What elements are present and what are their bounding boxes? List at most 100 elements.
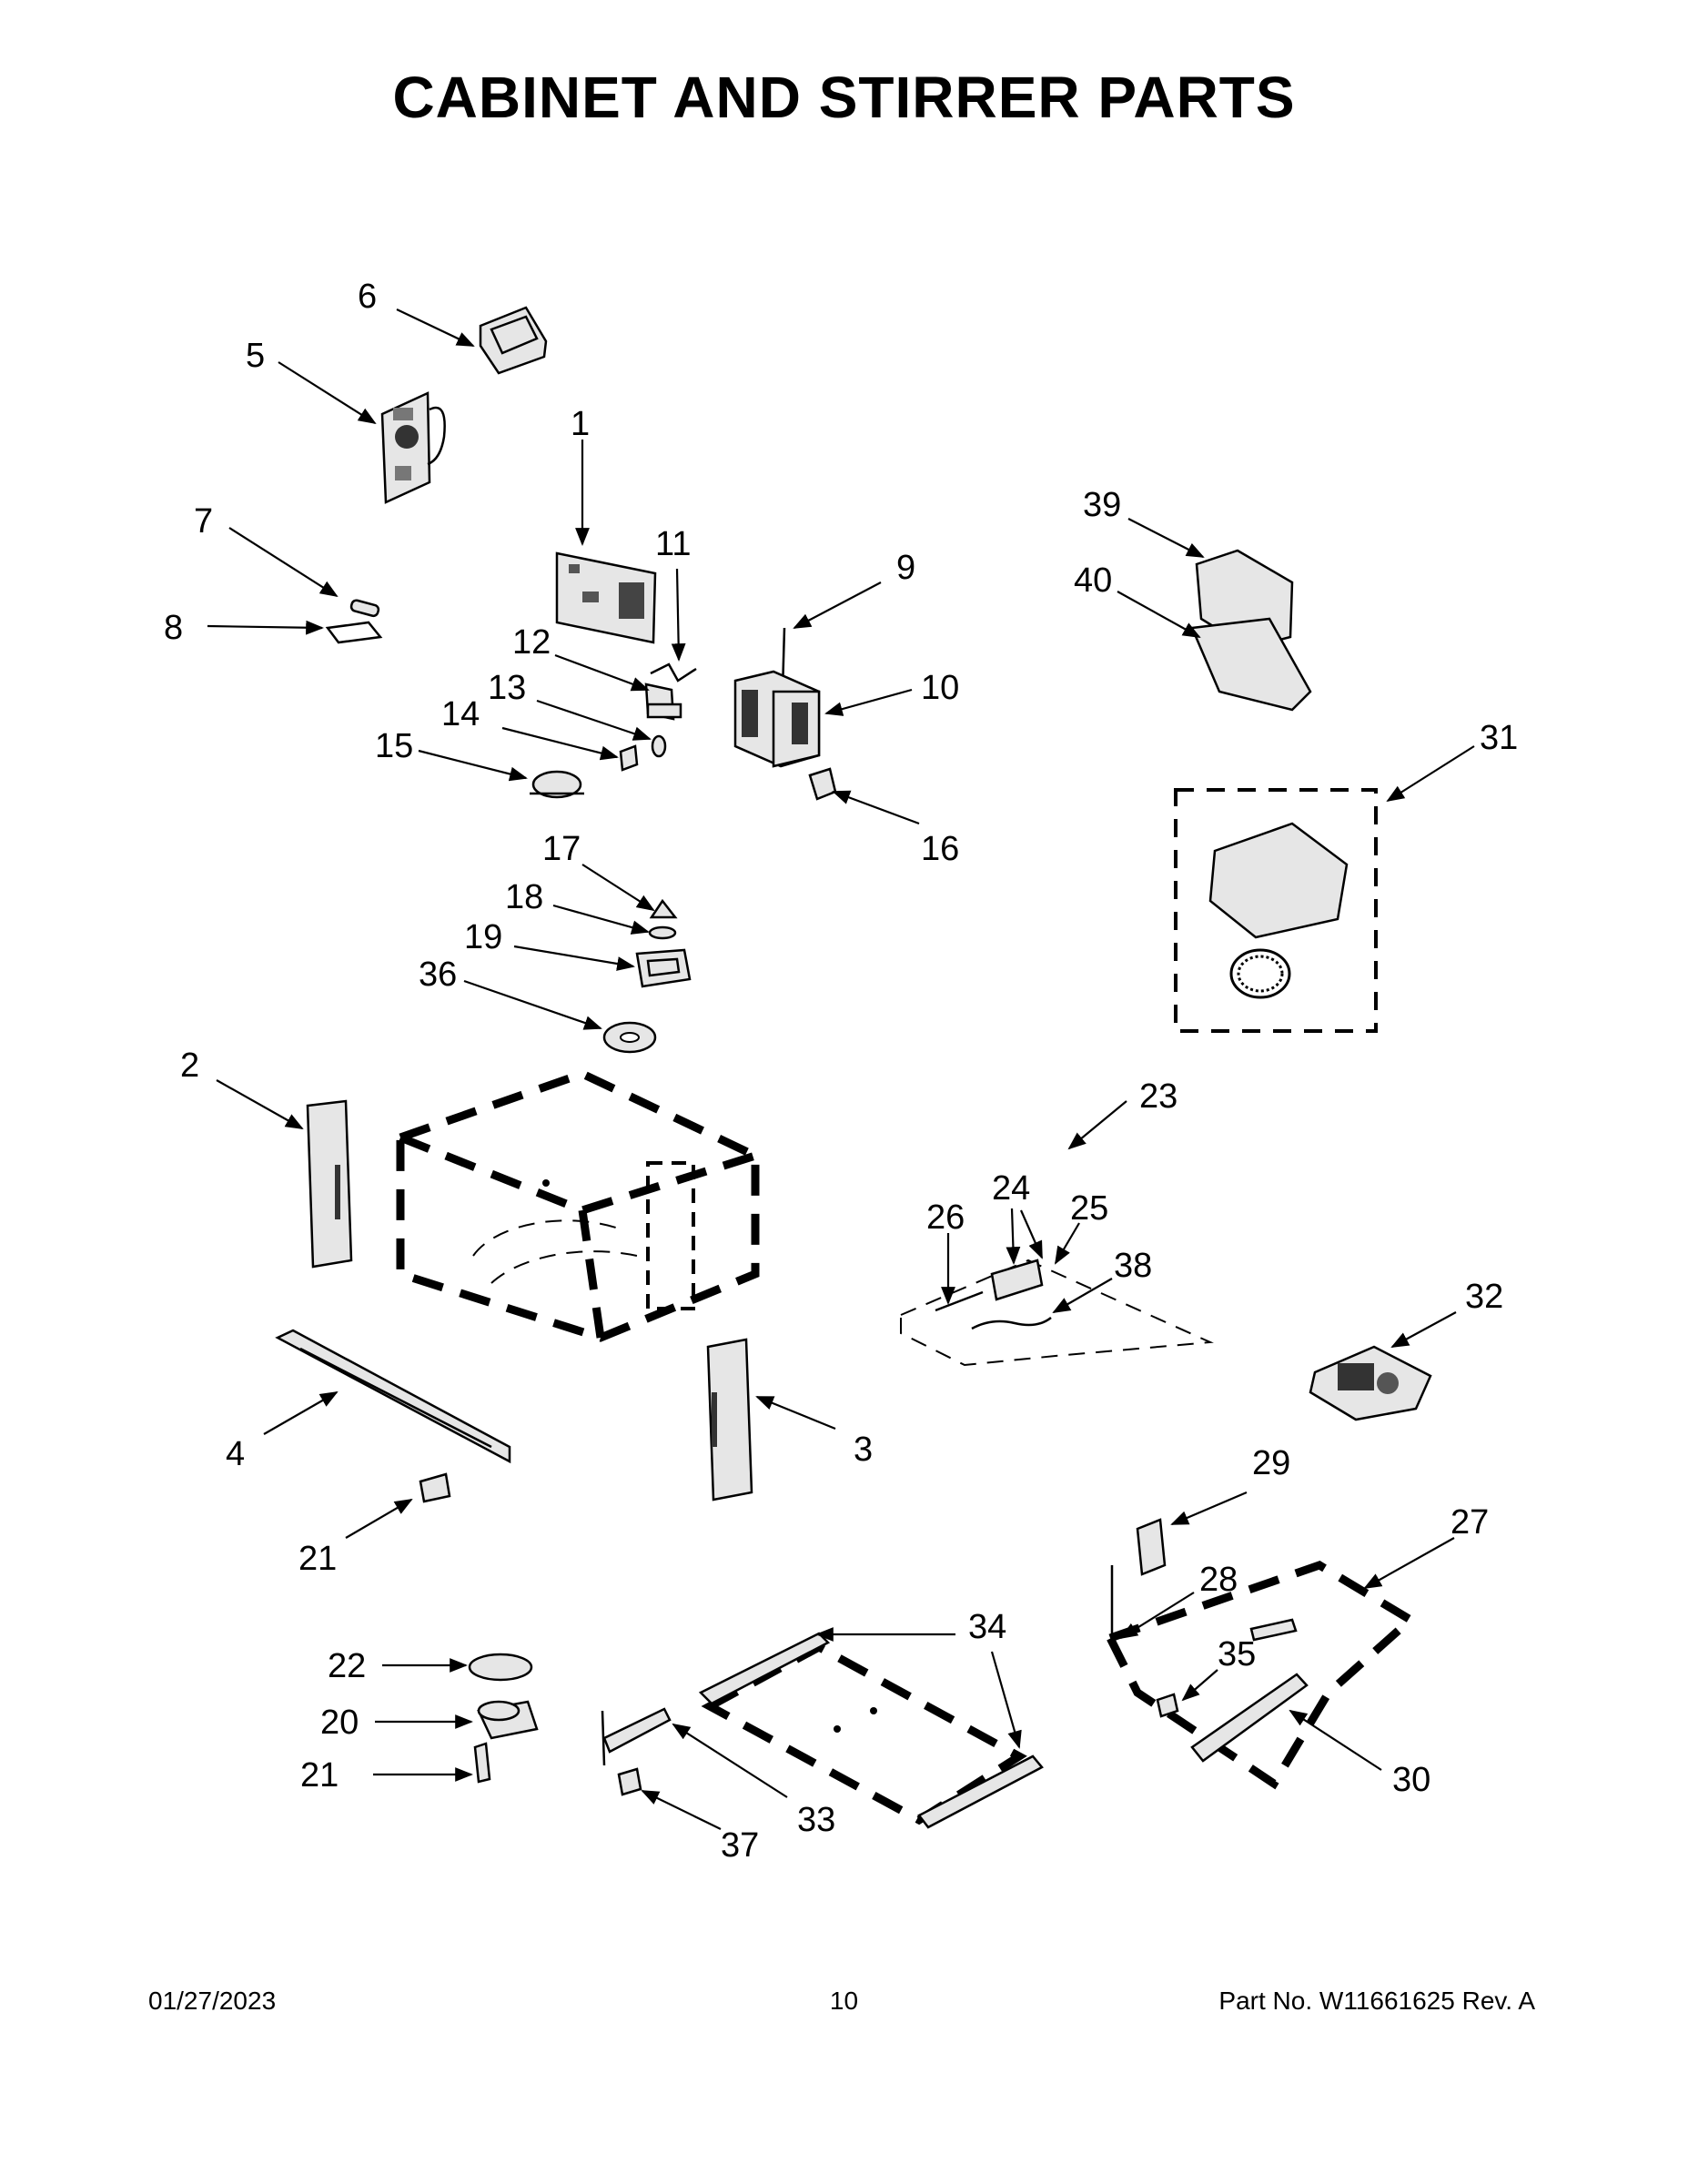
callout-18: 18 bbox=[505, 878, 543, 916]
leader-6 bbox=[396, 308, 475, 347]
part-7-8-illustration bbox=[325, 599, 383, 644]
leader-12 bbox=[554, 653, 650, 692]
callout-29: 29 bbox=[1252, 1444, 1290, 1482]
callout-12: 12 bbox=[512, 623, 551, 662]
callout-26: 26 bbox=[926, 1198, 965, 1237]
leader-23 bbox=[1067, 1100, 1127, 1150]
callout-16: 16 bbox=[921, 830, 959, 868]
part-23-26-38-illustration bbox=[900, 1259, 1214, 1367]
leader-10 bbox=[824, 688, 913, 716]
leader-24b bbox=[1019, 1209, 1044, 1259]
callout-23: 23 bbox=[1139, 1077, 1178, 1116]
callout-labels: 1 2 3 4 5 6 7 8 9 10 11 12 13 14 15 16 1… bbox=[164, 278, 1518, 1865]
callout-21a: 21 bbox=[298, 1540, 337, 1578]
part-6-illustration bbox=[479, 306, 548, 375]
callout-30: 30 bbox=[1392, 1761, 1430, 1799]
callout-34: 34 bbox=[968, 1608, 1006, 1646]
part-39-40-illustration bbox=[1190, 549, 1312, 712]
callout-21b: 21 bbox=[300, 1756, 339, 1795]
callout-28: 28 bbox=[1199, 1561, 1238, 1599]
leader-arrows bbox=[207, 308, 1475, 1830]
callout-1: 1 bbox=[571, 405, 590, 443]
callout-11: 11 bbox=[655, 525, 691, 563]
part-1-illustration bbox=[555, 551, 657, 644]
callout-25: 25 bbox=[1070, 1189, 1108, 1228]
leader-9 bbox=[793, 581, 882, 629]
leader-30 bbox=[1289, 1709, 1382, 1771]
leader-17 bbox=[581, 864, 655, 912]
callout-33: 33 bbox=[797, 1801, 835, 1839]
callout-17: 17 bbox=[542, 830, 581, 868]
page-title: CABINET AND STIRRER PARTS bbox=[392, 65, 1296, 130]
leader-29 bbox=[1170, 1491, 1248, 1526]
leader-32 bbox=[1390, 1311, 1457, 1348]
part-32-illustration bbox=[1309, 1345, 1432, 1421]
callout-14: 14 bbox=[441, 695, 480, 733]
leader-7 bbox=[228, 527, 339, 598]
callout-39: 39 bbox=[1083, 486, 1121, 524]
leader-14 bbox=[501, 726, 619, 761]
callout-24: 24 bbox=[992, 1169, 1030, 1208]
footer-date: 01/27/2023 bbox=[148, 1987, 277, 2015]
leader-2 bbox=[216, 1079, 304, 1129]
callout-35: 35 bbox=[1218, 1635, 1256, 1673]
part-20-22-illustration bbox=[468, 1653, 539, 1740]
callout-10: 10 bbox=[921, 669, 959, 707]
leader-36 bbox=[463, 979, 602, 1030]
callout-38: 38 bbox=[1114, 1247, 1152, 1285]
cabinet-illustration bbox=[396, 1069, 760, 1342]
callout-8: 8 bbox=[164, 609, 183, 647]
leader-21a bbox=[345, 1499, 413, 1539]
part-34-illustration bbox=[698, 1632, 1044, 1829]
leader-31 bbox=[1386, 745, 1475, 803]
leader-34b bbox=[990, 1651, 1022, 1749]
part-2-illustration bbox=[306, 1099, 353, 1269]
callout-3: 3 bbox=[854, 1431, 873, 1469]
part-21-illustration bbox=[419, 1472, 491, 1784]
part-33-37-illustration bbox=[601, 1707, 672, 1796]
leader-37 bbox=[641, 1790, 722, 1830]
leader-19 bbox=[513, 945, 635, 971]
leader-13 bbox=[536, 699, 652, 741]
leader-24a bbox=[1006, 1208, 1021, 1265]
leader-5 bbox=[278, 361, 377, 425]
leader-11 bbox=[671, 568, 686, 662]
callout-20: 20 bbox=[320, 1704, 359, 1742]
part-4-illustration bbox=[275, 1329, 511, 1464]
part-17-19-36-illustration bbox=[602, 898, 692, 1054]
part-11-15-illustration bbox=[530, 662, 697, 799]
callout-19: 19 bbox=[464, 918, 502, 956]
callout-9: 9 bbox=[896, 549, 915, 587]
callout-4: 4 bbox=[226, 1435, 245, 1473]
callout-6: 6 bbox=[358, 278, 377, 316]
part-31-illustration bbox=[1174, 788, 1378, 1033]
callout-13: 13 bbox=[488, 669, 526, 707]
callout-31: 31 bbox=[1480, 719, 1518, 757]
leader-27 bbox=[1363, 1537, 1455, 1589]
leader-33 bbox=[672, 1723, 788, 1798]
leader-15 bbox=[418, 749, 528, 782]
callout-32: 32 bbox=[1465, 1278, 1503, 1316]
leader-16 bbox=[832, 790, 920, 825]
callout-22: 22 bbox=[328, 1647, 366, 1685]
leader-25 bbox=[1054, 1222, 1080, 1265]
footer-part-number: Part No. W11661625 Rev. A bbox=[1218, 1987, 1535, 2015]
callout-27: 27 bbox=[1450, 1503, 1489, 1542]
leader-18 bbox=[552, 904, 650, 935]
part-9-10-16-illustration bbox=[733, 627, 837, 801]
leader-38 bbox=[1052, 1278, 1113, 1313]
callout-37: 37 bbox=[721, 1826, 759, 1865]
callout-2: 2 bbox=[180, 1046, 199, 1085]
leader-4 bbox=[263, 1391, 339, 1435]
part-27-30-35-illustration bbox=[1104, 1518, 1418, 1790]
leader-35 bbox=[1181, 1669, 1218, 1702]
part-5-illustration bbox=[380, 391, 446, 504]
callout-15: 15 bbox=[375, 727, 413, 765]
leader-8 bbox=[207, 620, 324, 635]
leader-28 bbox=[1119, 1592, 1195, 1640]
callout-7: 7 bbox=[194, 502, 213, 541]
callout-40: 40 bbox=[1074, 561, 1112, 600]
callout-5: 5 bbox=[246, 337, 265, 375]
